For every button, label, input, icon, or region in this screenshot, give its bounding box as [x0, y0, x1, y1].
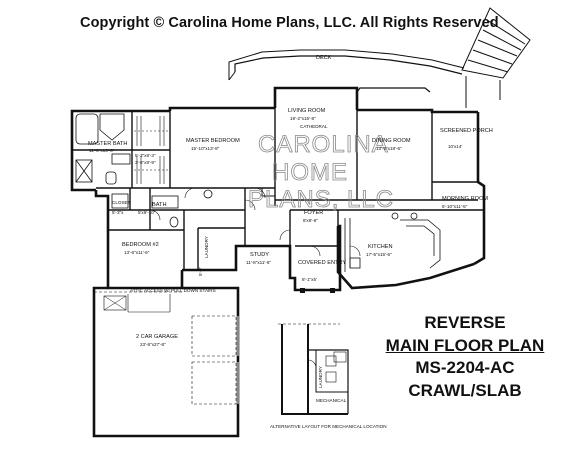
label-alt-mechanical: MECHANICAL [316, 398, 347, 403]
label-garage-size: 23'-8"x27'-8" [140, 342, 166, 347]
title-block: REVERSE MAIN FLOOR PLAN MS-2204-AC CRAWL… [360, 312, 570, 402]
label-covered-entry: COVERED ENTRY [298, 260, 346, 266]
label-bath: BATH [152, 202, 167, 208]
label-morning-room: MORNING ROOM [442, 196, 488, 202]
master-bath-fixtures [75, 113, 131, 185]
label-covered-entry-size: 8'-1"x5' [302, 277, 317, 282]
label-cathedral: CATHEDRAL [300, 124, 328, 129]
garage [92, 286, 240, 438]
label-garage: 2 CAR GARAGE [136, 334, 178, 340]
copyright-notice: Copyright © Carolina Home Plans, LLC. Al… [80, 15, 499, 31]
entry-posts [300, 288, 335, 293]
room-labels: DECK LIVING ROOM 19'-2"x15'-8" CATHEDRAL… [88, 55, 493, 429]
label-master-bedroom-size: 15'-10"x13'-8" [191, 146, 220, 151]
deck-stairs [461, 7, 531, 108]
label-master-bedroom: MASTER BEDROOM [186, 138, 240, 144]
label-alt-laundry: LAUNDRY [318, 366, 323, 388]
label-attic-note: ATTIC ACCESS W/ PULL DOWN STAIRS [130, 288, 216, 293]
bath-fixtures [111, 189, 213, 228]
label-living-room-size: 19'-2"x15'-8" [290, 116, 316, 121]
label-dining-room-size: 13'-5"x18'-6" [376, 146, 402, 151]
title-foundation: CRAWL/SLAB [408, 380, 522, 400]
kitchen-counters [344, 212, 441, 272]
label-living-room: LIVING ROOM [288, 108, 326, 114]
label-bedroom-2-size: 13'-6"x11'-6" [124, 250, 150, 255]
label-master-closet-2: 3'-6"x8'-9" [135, 160, 156, 165]
master-closet-rods [134, 116, 168, 184]
label-deck: DECK [316, 55, 332, 61]
label-master-bath: MASTER BATH [88, 141, 127, 147]
interior-walls [72, 108, 484, 270]
label-master-closet: 5'-3"x8'-3" [135, 153, 156, 158]
label-foyer-size: 8'x9'-6" [303, 218, 318, 223]
label-kitchen-size: 17'-5"x15'-6" [366, 252, 392, 257]
watermark: CAROLINA HOME PLANS, LLC [248, 131, 394, 214]
deck [228, 49, 465, 81]
alternative-layout-inset [278, 323, 349, 415]
label-screened-porch-size: 10'x14' [448, 144, 462, 149]
label-closet-size: 5'-3"x [112, 210, 124, 215]
label-foyer: FOYER [304, 210, 323, 216]
svg-text:HOME: HOME [272, 159, 348, 186]
label-study-size: 11'-8"x11'-6" [246, 260, 271, 265]
label-alt-caption: ALTERNATIVE LAYOUT FOR MECHANICAL LOCATI… [270, 424, 387, 429]
fireplace [261, 187, 276, 197]
label-screened-porch: SCREENED PORCH [440, 128, 493, 134]
title-plan-number: MS-2204-AC [415, 358, 515, 377]
door-swings [149, 187, 361, 257]
dining-bay [356, 87, 431, 93]
label-bedroom-2: BEDROOM #2 [122, 242, 159, 248]
title-main-floor-plan: MAIN FLOOR PLAN [385, 335, 545, 355]
title-reverse: REVERSE [424, 313, 506, 332]
label-dining-room: DINING ROOM [372, 138, 411, 144]
svg-text:CAROLINA: CAROLINA [258, 131, 389, 158]
label-laundry-size: 5'-9" [198, 266, 203, 276]
label-study: STUDY [250, 252, 269, 258]
label-master-bath-size: 11'-6"x13'-6" [89, 148, 115, 153]
label-kitchen: KITCHEN [368, 244, 393, 250]
label-closet: CLOSET [112, 200, 131, 205]
label-bath-size: 5'x9'-10" [138, 210, 156, 215]
label-morning-room-size: 5'-10"x11'-5" [442, 204, 468, 209]
svg-text:PLANS, LLC: PLANS, LLC [248, 186, 394, 213]
label-laundry: LAUNDRY [204, 236, 209, 258]
